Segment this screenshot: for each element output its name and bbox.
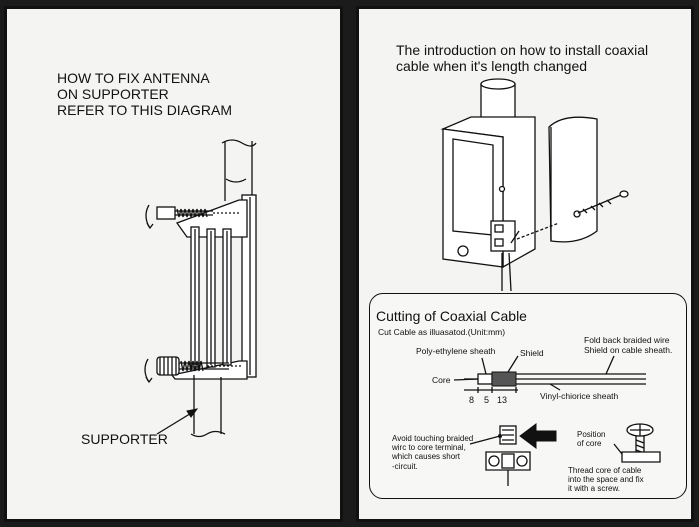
supporter-label: SUPPORTER bbox=[81, 431, 168, 447]
label-vinyl-sheath: Vinyl-chiorice sheath bbox=[540, 391, 619, 401]
antenna-housing-diagram bbox=[440, 78, 629, 292]
label-thread-core: Thread core of cable into the space and … bbox=[568, 466, 644, 494]
dimension-13: 13 bbox=[497, 395, 508, 405]
label-fold-back: Fold back braided wire Shield on cable s… bbox=[584, 335, 673, 355]
label-position-of-core: Position of core bbox=[577, 430, 606, 449]
cutting-instruction: Cut Cable as illuasatod.(Unit:mm) bbox=[378, 327, 506, 337]
right-page: The introduction on how to install coaxi… bbox=[356, 6, 694, 522]
antenna-mount-diagram bbox=[144, 139, 257, 438]
coaxial-cable-diagram bbox=[453, 355, 661, 486]
left-page: HOW TO FIX ANTENNA ON SUPPORTER REFER TO… bbox=[4, 6, 343, 522]
label-core: Core bbox=[432, 375, 451, 385]
cutting-heading: Cutting of Coaxial Cable bbox=[376, 308, 527, 324]
label-avoid-touching: Avoid touching braided wirc to core term… bbox=[392, 434, 474, 471]
left-page-title: HOW TO FIX ANTENNA ON SUPPORTER REFER TO… bbox=[57, 70, 233, 119]
dimension-8: 8 bbox=[469, 395, 475, 405]
cutting-coaxial-cable-box: Cutting of Coaxial Cable Cut Cable as il… bbox=[369, 293, 687, 499]
dimension-5: 5 bbox=[484, 395, 490, 405]
label-poly-ethylene-sheath: Poly-ethylene sheath bbox=[416, 346, 496, 356]
right-page-title: The introduction on how to install coaxi… bbox=[396, 42, 649, 75]
label-shield: Shield bbox=[520, 348, 544, 358]
